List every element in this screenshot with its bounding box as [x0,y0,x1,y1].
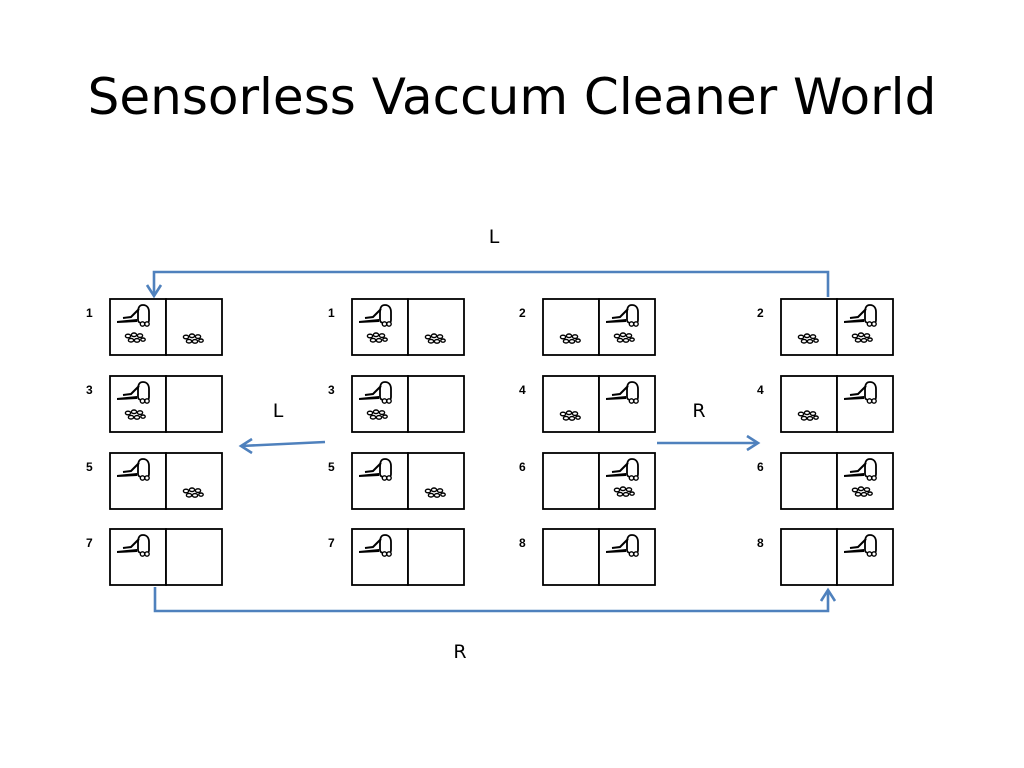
middle-left-arrow-line [240,440,326,448]
state-number: 5 [86,460,93,474]
state-box: 2 [757,298,894,356]
state-box: 5 [86,452,223,510]
belief-states-layer: 1 3 5 7 1 3 5 7 2 4 6 8 2 4 6 8 [86,298,894,586]
right-square [165,298,223,356]
state-number: 4 [757,383,764,397]
state-box: 1 [328,298,465,356]
right-square [598,298,656,356]
state-box: 4 [519,375,656,433]
top-arrow-label: L [489,226,500,248]
state-box: 7 [328,528,465,586]
state-box: 3 [86,375,223,433]
state-number: 8 [757,536,764,550]
left-square [351,375,409,433]
belief-state-final-right: 2 4 6 8 [757,298,894,586]
right-square [598,452,656,510]
belief-state-right-copy: 2 4 6 8 [519,298,656,586]
left-square [780,298,838,356]
left-square [780,528,838,586]
state-number: 7 [86,536,93,550]
state-box: 4 [757,375,894,433]
state-box: 6 [519,452,656,510]
state-number: 1 [328,306,335,320]
state-box: 6 [757,452,894,510]
bottom-arrow-label: R [453,641,466,663]
middle-left-arrow-label: L [273,400,284,422]
left-square [351,452,409,510]
state-number: 4 [519,383,526,397]
state-number: 3 [328,383,335,397]
state-box: 5 [328,452,465,510]
belief-state-left-copy: 1 3 5 7 [328,298,465,586]
middle-left-arrow-head [238,437,253,455]
state-box: 2 [519,298,656,356]
left-square [109,298,167,356]
left-square [542,375,600,433]
left-square [109,452,167,510]
right-square [165,452,223,510]
belief-state-initial-left: 1 3 5 7 [86,298,223,586]
right-square [836,375,894,433]
left-square [780,375,838,433]
right-square [836,298,894,356]
right-square [407,375,465,433]
state-box: 3 [328,375,465,433]
left-square [542,452,600,510]
top-arrow-line [152,270,830,297]
state-box: 8 [519,528,656,586]
middle-right-arrow-label: R [692,400,705,422]
state-number: 8 [519,536,526,550]
state-number: 7 [328,536,335,550]
state-number: 3 [86,383,93,397]
middle-right-arrow-head [746,434,761,452]
right-square [836,528,894,586]
bottom-arrow-line [153,587,830,613]
state-number: 6 [757,460,764,474]
state-number: 6 [519,460,526,474]
bottom-arrow-head [819,587,837,602]
right-square [407,528,465,586]
state-number: 5 [328,460,335,474]
state-box: 1 [86,298,223,356]
left-square [542,298,600,356]
right-square [407,452,465,510]
left-square [351,528,409,586]
left-square [780,452,838,510]
state-box: 7 [86,528,223,586]
state-box: 8 [757,528,894,586]
right-square [165,528,223,586]
left-square [109,375,167,433]
left-square [351,298,409,356]
right-square [407,298,465,356]
state-number: 2 [519,306,526,320]
left-square [542,528,600,586]
top-arrow-head [145,284,163,299]
transition-arrows [145,270,837,613]
right-square [836,452,894,510]
right-square [598,528,656,586]
state-number: 2 [757,306,764,320]
right-square [598,375,656,433]
slide-title: Sensorless Vaccum Cleaner World [87,68,937,126]
right-square [165,375,223,433]
left-square [109,528,167,586]
state-number: 1 [86,306,93,320]
